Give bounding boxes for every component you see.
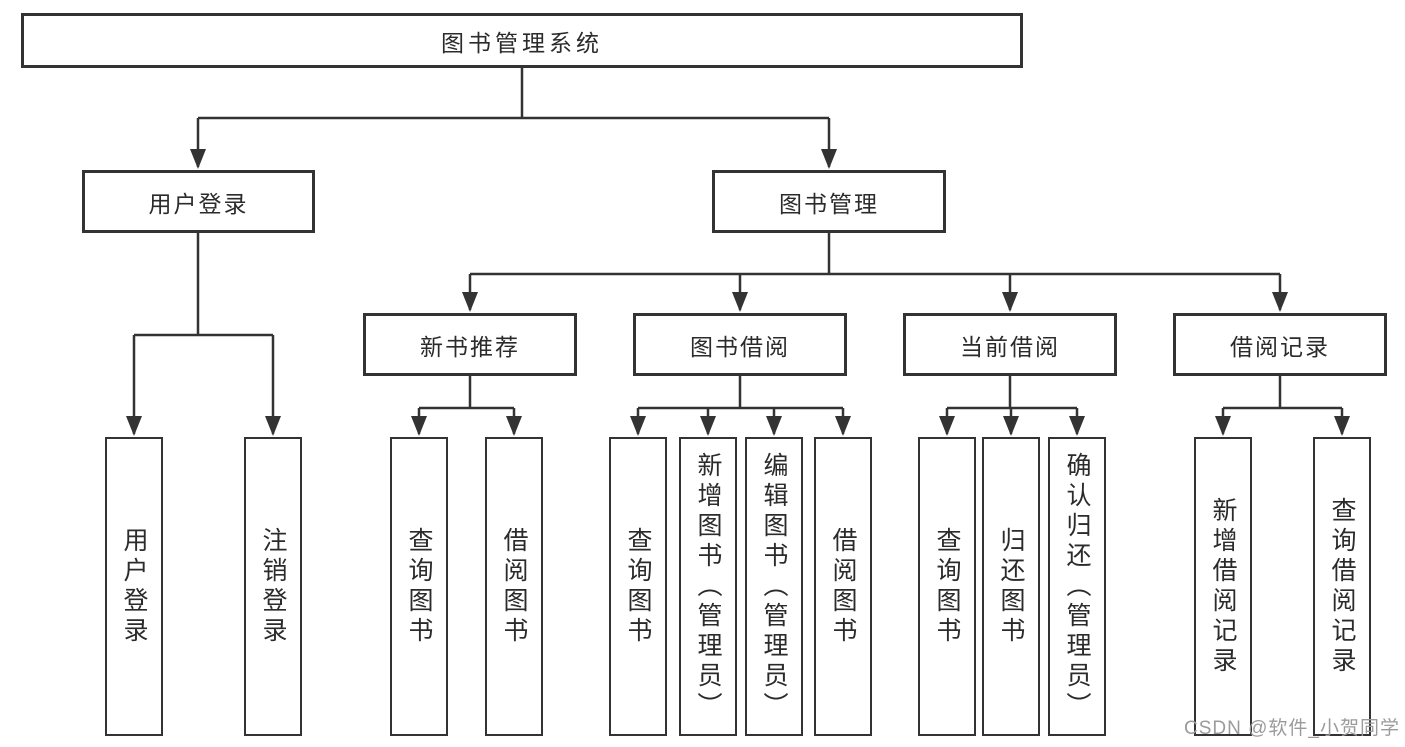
node-query-book-recommend: 查询图书 (390, 437, 448, 736)
node-borrow-book-action: 借阅图书 (814, 437, 872, 736)
node-book-borrow: 图书借阅 (633, 313, 847, 376)
node-logout-action: 注销登录 (244, 437, 302, 736)
connector-rails (126, 66, 1350, 436)
node-query-book-borrow: 查询图书 (609, 437, 667, 736)
node-add-book-admin: 新增图书（管理员） (679, 437, 737, 736)
watermark: CSDN @软件_小贺同学 (1184, 718, 1400, 739)
node-user-login-action: 用户登录 (105, 437, 163, 736)
node-query-borrow-record: 查询借阅记录 (1313, 437, 1371, 736)
node-return-book: 归还图书 (982, 437, 1040, 736)
node-query-book-current: 查询图书 (918, 437, 976, 736)
node-user-login: 用户登录 (82, 170, 315, 233)
node-confirm-return-admin: 确认归还（管理员） (1048, 437, 1106, 736)
node-new-book-recommend: 新书推荐 (363, 313, 577, 376)
node-edit-book-admin: 编辑图书（管理员） (745, 437, 803, 736)
node-borrow-book-recommend: 借阅图书 (485, 437, 543, 736)
node-borrow-records: 借阅记录 (1173, 313, 1387, 376)
node-book-management: 图书管理 (712, 170, 946, 233)
node-current-borrow: 当前借阅 (903, 313, 1117, 376)
node-add-borrow-record: 新增借阅记录 (1194, 437, 1252, 736)
node-library-management-system: 图书管理系统 (21, 13, 1023, 68)
